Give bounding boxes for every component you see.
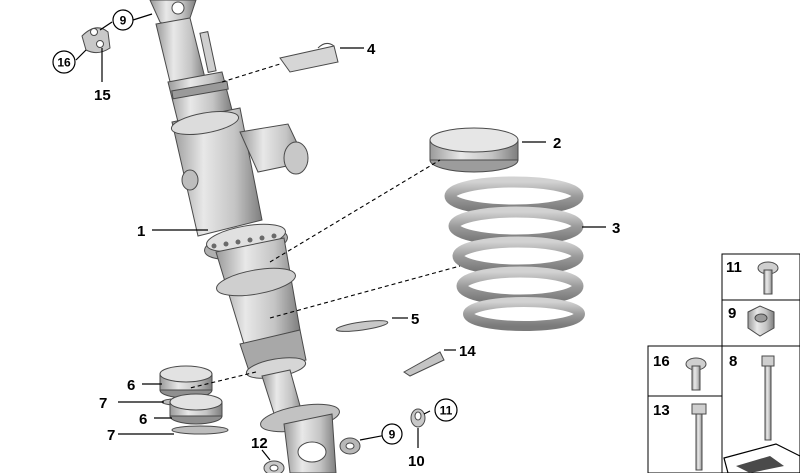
bolt-13-icon — [691, 403, 707, 471]
screw-11-icon — [757, 261, 779, 295]
clip-part-14 — [403, 351, 445, 377]
callout-14: 14 — [459, 343, 476, 360]
washer-lower — [171, 425, 229, 435]
table-label-8: 8 — [729, 353, 737, 370]
table-label-13: 13 — [653, 402, 670, 419]
svg-text:9: 9 — [389, 428, 396, 442]
table-cell-16 — [647, 345, 723, 397]
svg-text:11: 11 — [440, 404, 453, 418]
bracket-part-4 — [279, 42, 339, 73]
washer-part-5 — [335, 320, 389, 332]
assembly-dashed-lines — [189, 63, 461, 389]
bushing-part-12 — [263, 460, 285, 473]
bolt-8-icon — [761, 355, 775, 441]
callout-9-top: 9 — [112, 9, 134, 31]
callout-5: 5 — [411, 311, 419, 328]
screw-16-icon — [685, 357, 707, 391]
shock-absorber-body — [149, 0, 340, 473]
callout-15: 15 — [94, 87, 111, 104]
callout-7-lower: 7 — [107, 427, 115, 444]
table-cell-11 — [721, 253, 800, 301]
spacer-ring-upper — [159, 365, 213, 399]
table-label-11: 11 — [726, 259, 742, 276]
callout-4: 4 — [367, 41, 376, 58]
callout-1: 1 — [137, 223, 145, 240]
callout-12: 12 — [251, 435, 268, 452]
callout-6-upper: 6 — [127, 377, 135, 394]
svg-text:9: 9 — [120, 14, 127, 28]
spacer-ring-lower — [169, 393, 223, 425]
callout-10: 10 — [408, 453, 425, 470]
callout-6-lower: 6 — [139, 411, 147, 428]
nut-part-9-lower — [339, 437, 361, 455]
callout-2: 2 — [553, 135, 561, 152]
table-label-16: 16 — [653, 353, 670, 370]
svg-text:16: 16 — [57, 56, 71, 70]
callout-9-lower: 9 — [381, 423, 403, 445]
callout-3: 3 — [612, 220, 620, 237]
coil-spring-part-3 — [444, 176, 585, 331]
table-label-9: 9 — [728, 305, 736, 322]
callout-11: 11 — [434, 398, 458, 422]
table-cell-13 — [647, 395, 723, 473]
parts-table: 11 9 16 8 13 — [647, 253, 800, 473]
arrow-symbol-icon — [723, 443, 800, 473]
callout-16: 16 — [52, 50, 76, 74]
bracket-part-15 — [81, 27, 111, 54]
spring-seat-part-2 — [429, 127, 519, 173]
screw-part-11-small — [410, 408, 426, 428]
callout-7-upper: 7 — [99, 395, 107, 412]
hex-nut-9-icon — [747, 305, 775, 337]
callout-labels: 1 2 3 4 5 6 6 7 7 9 9 10 11 12 14 15 16 — [52, 9, 620, 470]
